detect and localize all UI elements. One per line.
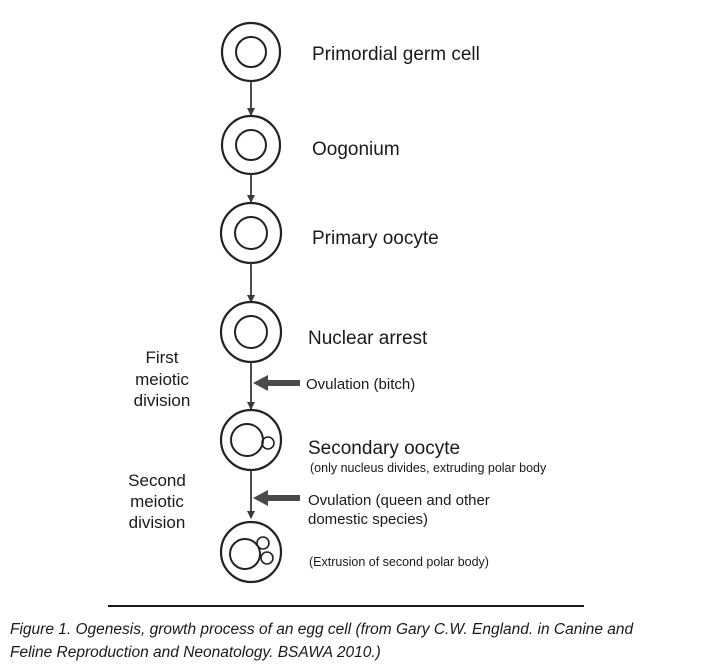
second-division-line-2: meiotic xyxy=(130,492,184,511)
secondary-oocyte-note: (only nucleus divides, extruding polar b… xyxy=(310,461,547,475)
caption-line-2: Feline Reproduction and Neonatology. BSA… xyxy=(10,644,381,661)
oogenesis-diagram: Primordial germ cell Oogonium Primary oo… xyxy=(128,21,547,584)
stage-label-primary-oocyte: Primary oocyte xyxy=(312,228,439,249)
cell-secondary-oocyte xyxy=(219,408,283,472)
ovulation-queen-label-line-2: domestic species) xyxy=(308,511,428,528)
first-division-line-1: First xyxy=(145,348,178,367)
cell-primordial-germ-cell xyxy=(220,21,282,83)
second-division-line-1: Second xyxy=(128,471,186,490)
cell-oogonium xyxy=(220,114,282,176)
first-division-line-2: meiotic xyxy=(135,370,189,389)
ovulation-bitch-label: Ovulation (bitch) xyxy=(306,376,415,393)
cell-primary-oocyte xyxy=(219,201,283,265)
ovulation-queen-label-line-1: Ovulation (queen and other xyxy=(308,492,490,509)
stage-label-primordial-germ-cell: Primordial germ cell xyxy=(312,44,480,65)
caption-line-1: Figure 1. Ogenesis, growth process of an… xyxy=(10,621,634,638)
second-polar-body-note: (Extrusion of second polar body) xyxy=(309,555,489,569)
cell-second-polar-body xyxy=(219,520,283,584)
stage-label-secondary-oocyte: Secondary oocyte xyxy=(308,438,460,459)
ovulation-bitch-arrow xyxy=(253,375,300,391)
second-division-line-3: division xyxy=(129,513,186,532)
stage-label-oogonium: Oogonium xyxy=(312,139,400,160)
first-division-line-3: division xyxy=(134,391,191,410)
stage-label-nuclear-arrest: Nuclear arrest xyxy=(308,328,428,349)
figure-caption: Figure 1. Ogenesis, growth process of an… xyxy=(10,618,690,664)
ovulation-queen-arrow xyxy=(253,490,300,506)
cell-nuclear-arrest xyxy=(219,300,283,364)
caption-divider xyxy=(108,605,584,607)
